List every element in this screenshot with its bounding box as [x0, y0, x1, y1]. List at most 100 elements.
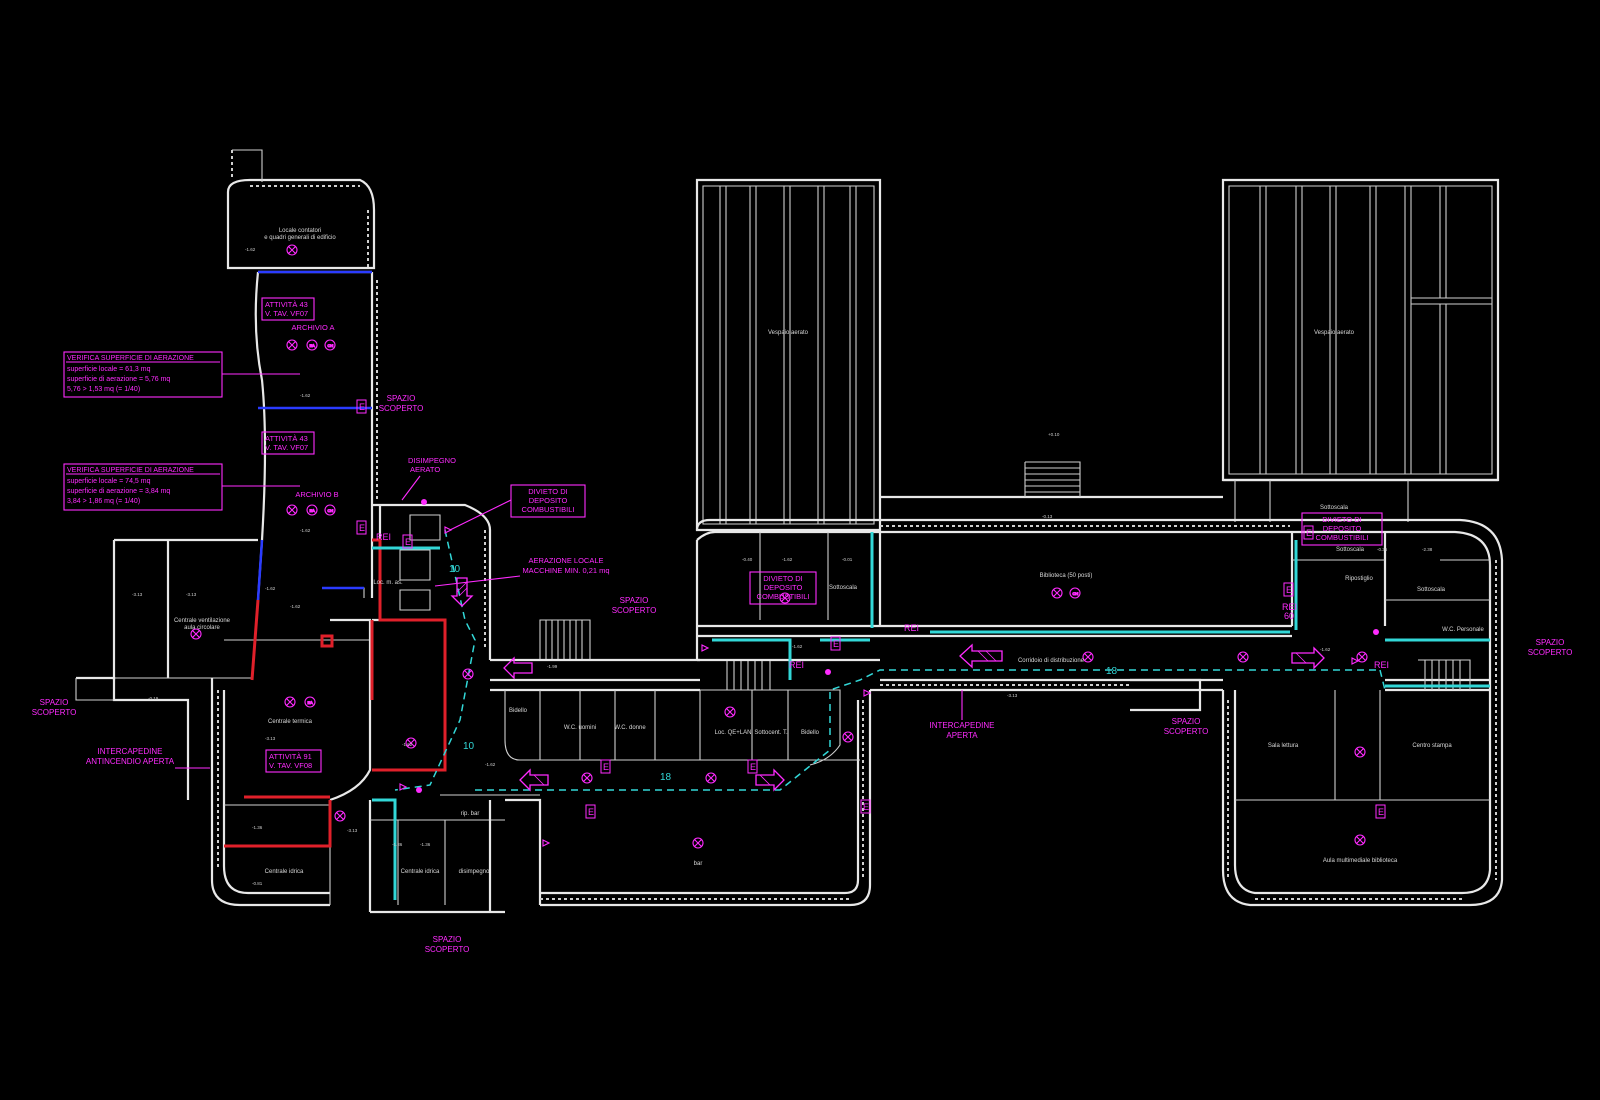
- emergency-light-icon: [190, 244, 1368, 849]
- intercapedine-note: INTERCAPEDINE ANTINCENDIO APERTA: [86, 747, 210, 769]
- svg-text:-3.13: -3.13: [347, 828, 358, 833]
- svg-text:5,76 > 1,53 mq (= 1/40): 5,76 > 1,53 mq (= 1/40): [67, 386, 140, 393]
- svg-text:AERAZIONE LOCALE: AERAZIONE LOCALE: [528, 556, 603, 565]
- svg-text:COMBUSTIBILI: COMBUSTIBILI: [757, 592, 810, 601]
- room-label: Loc. QE+LAN: [715, 730, 752, 736]
- svg-text:-0.36: -0.36: [1377, 547, 1388, 552]
- room-label: Locale contatori: [279, 228, 321, 234]
- room-label: Loc. m. as.: [373, 580, 403, 586]
- aeration-check-box: VERIFICA SUPERFICIE DI AERAZIONE superfi…: [63, 351, 300, 398]
- svg-text:INTERCAPEDINE: INTERCAPEDINE: [930, 721, 995, 730]
- svg-text:E: E: [588, 807, 594, 817]
- svg-text:AERATO: AERATO: [410, 465, 440, 474]
- room-label: Centrale idrica: [401, 869, 440, 875]
- svg-text:superficie locale = 61,3 mq: superficie locale = 61,3 mq: [67, 366, 151, 373]
- escape-route-numbers: 10 10 18 18: [449, 564, 1118, 783]
- svg-text:-1.62: -1.62: [245, 247, 256, 252]
- room-label: W.C. donne: [614, 725, 646, 731]
- svg-text:-3.13: -3.13: [1007, 693, 1018, 698]
- svg-text:SCOPERTO: SCOPERTO: [32, 708, 77, 717]
- room-label: bar: [694, 861, 703, 867]
- svg-text:E: E: [1286, 585, 1292, 595]
- svg-text:E: E: [1306, 528, 1312, 538]
- svg-text:V. TAV. VF08: V. TAV. VF08: [269, 761, 312, 770]
- room-label: rip. bar: [461, 811, 480, 817]
- room-label: aula circolare: [184, 625, 220, 631]
- divieto-note: DIVIETO DI DEPOSITO COMBUSTIBILI: [449, 484, 586, 531]
- svg-text:SCOPERTO: SCOPERTO: [1164, 727, 1209, 736]
- svg-text:SPAZIO: SPAZIO: [387, 394, 416, 403]
- room-label: Vespaio aerato: [768, 330, 809, 336]
- svg-text:-1.36: -1.36: [420, 842, 431, 847]
- room-label: Sottoscala: [1417, 587, 1446, 593]
- svg-text:ANTINCENDIO APERTA: ANTINCENDIO APERTA: [86, 757, 175, 766]
- svg-text:CH: CH: [328, 343, 334, 348]
- svg-text:V. TAV. VF07: V. TAV. VF07: [265, 443, 308, 452]
- svg-text:REI: REI: [1374, 660, 1389, 670]
- room-label: Vespaio aerato: [1314, 330, 1355, 336]
- svg-text:-1.62: -1.62: [402, 742, 413, 747]
- room-labels: Locale contatori e quadri generali di ed…: [174, 228, 1485, 875]
- svg-text:-0.81: -0.81: [252, 881, 263, 886]
- svg-text:-1.62: -1.62: [300, 528, 311, 533]
- svg-text:ATTIVITÀ 43: ATTIVITÀ 43: [265, 434, 308, 443]
- svg-text:-3.13: -3.13: [132, 592, 143, 597]
- svg-text:REI: REI: [789, 660, 804, 670]
- svg-text:3,84 > 1,86 mq (= 1/40): 3,84 > 1,86 mq (= 1/40): [67, 498, 140, 505]
- svg-text:ATTIVITÀ 91: ATTIVITÀ 91: [269, 752, 312, 761]
- svg-text:SPAZIO: SPAZIO: [433, 935, 462, 944]
- svg-text:DEPOSITO: DEPOSITO: [1323, 524, 1362, 533]
- route-number: 18: [660, 772, 672, 783]
- room-label: e quadri generali di edificio: [264, 235, 336, 241]
- svg-text:REI: REI: [904, 623, 919, 633]
- svg-text:SPAZIO: SPAZIO: [1536, 638, 1565, 647]
- level-markers: -1.62 -1.62 -1.62 -3.13 -3.13 -1.62 -1.6…: [132, 247, 1433, 886]
- svg-text:E: E: [750, 762, 756, 772]
- svg-text:-1.62: -1.62: [485, 762, 496, 767]
- svg-text:-0.19: -0.19: [148, 696, 159, 701]
- svg-text:-3.13: -3.13: [186, 592, 197, 597]
- svg-text:-1.62: -1.62: [290, 604, 301, 609]
- svg-text:COMBUSTIBILI: COMBUSTIBILI: [1316, 533, 1369, 542]
- svg-text:E: E: [833, 639, 839, 649]
- svg-text:-1.36: -1.36: [392, 842, 403, 847]
- room-label: Sala lettura: [1268, 743, 1299, 749]
- svg-text:VERIFICA SUPERFICIE DI AERAZIO: VERIFICA SUPERFICIE DI AERAZIONE: [67, 355, 194, 362]
- room-label: Ripostiglio: [1345, 576, 1373, 582]
- svg-text:-1.62: -1.62: [265, 586, 276, 591]
- svg-text:-1.62: -1.62: [782, 557, 793, 562]
- building-walls: [75, 149, 1504, 914]
- svg-text:-2.38: -2.38: [1422, 547, 1433, 552]
- route-number: 18: [1106, 666, 1118, 677]
- intercapedine-note: INTERCAPEDINE APERTA: [930, 690, 995, 740]
- aerazione-note: AERAZIONE LOCALE MACCHINE MIN. 0,21 mq: [434, 556, 610, 587]
- svg-text:E: E: [603, 762, 609, 772]
- room-label: disimpegno: [459, 869, 490, 875]
- svg-text:SPAZIO: SPAZIO: [620, 596, 649, 605]
- room-label: Aula multimediale biblioteca: [1323, 858, 1398, 864]
- svg-text:-0.40: -0.40: [742, 557, 753, 562]
- svg-text:-0.01: -0.01: [842, 557, 853, 562]
- svg-text:-1.62: -1.62: [300, 393, 311, 398]
- svg-text:INTERCAPEDINE: INTERCAPEDINE: [98, 747, 163, 756]
- svg-text:+0.10: +0.10: [1048, 432, 1060, 437]
- room-label: Sottoscala: [1320, 505, 1349, 511]
- svg-text:E: E: [1378, 807, 1384, 817]
- rei-labels: REI REI REI 60 REI REI: [376, 532, 1389, 670]
- room-label: Sottoscala: [829, 585, 858, 591]
- svg-text:SCOPERTO: SCOPERTO: [425, 945, 470, 954]
- svg-text:CH: CH: [328, 508, 334, 513]
- room-label: Centrale idrica: [265, 869, 304, 875]
- svg-text:SCOPERTO: SCOPERTO: [1528, 648, 1573, 657]
- svg-text:APERTA: APERTA: [946, 731, 978, 740]
- svg-text:SCOPERTO: SCOPERTO: [612, 606, 657, 615]
- room-label: Sottocent. T.: [754, 730, 788, 736]
- svg-text:-3.13: -3.13: [265, 736, 276, 741]
- route-number: 10: [449, 564, 461, 575]
- svg-text:ATTIVITÀ 43: ATTIVITÀ 43: [265, 300, 308, 309]
- archive-label: ARCHIVIO B: [295, 490, 338, 499]
- exit-sign-icon: E E E E E E E E E E E: [356, 399, 1386, 819]
- svg-text:superficie di aerazione = 5,76: superficie di aerazione = 5,76 mq: [67, 376, 170, 383]
- svg-text:E: E: [405, 537, 411, 547]
